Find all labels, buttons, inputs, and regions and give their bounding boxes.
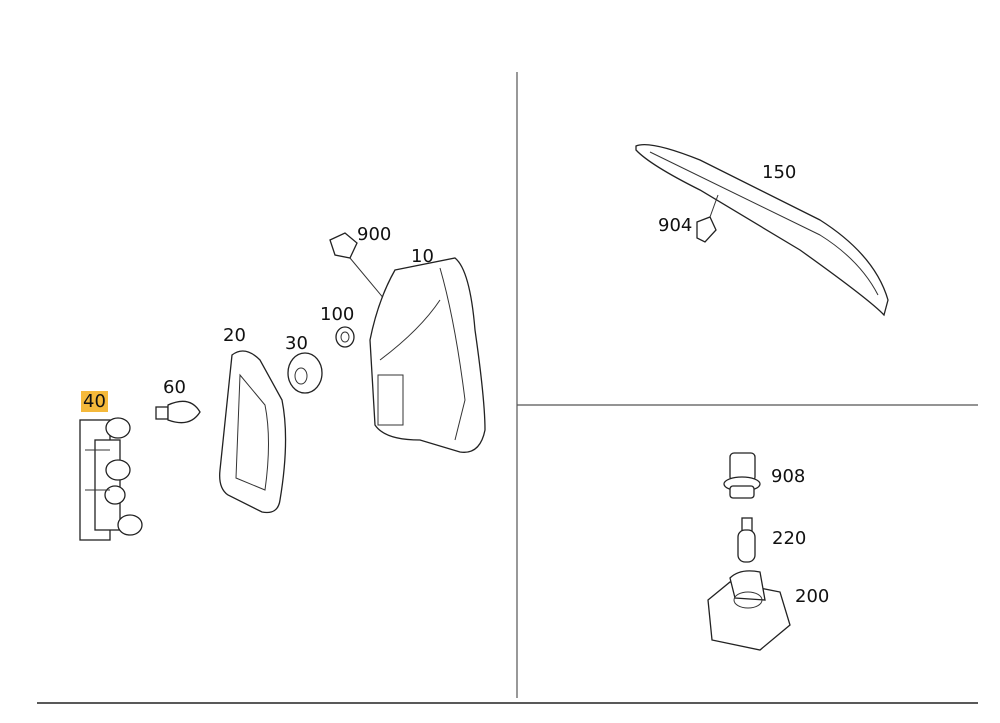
callout-150[interactable]: 150 <box>762 162 797 183</box>
callout-30[interactable]: 30 <box>285 333 308 354</box>
part-10-tail-lamp[interactable] <box>369 257 486 453</box>
part-150-brake-light[interactable] <box>635 143 889 317</box>
part-20-gasket[interactable] <box>219 350 287 514</box>
callout-40-highlight[interactable]: 40 <box>81 391 108 412</box>
part-900-sticker[interactable] <box>329 232 386 301</box>
callout-904[interactable]: 904 <box>658 215 693 236</box>
callout-200[interactable]: 200 <box>795 586 830 607</box>
part-220-wedge-bulb[interactable] <box>737 517 756 563</box>
part-60-bulb[interactable] <box>155 400 201 424</box>
part-100-nut[interactable] <box>335 326 355 348</box>
callout-220[interactable]: 220 <box>772 528 807 549</box>
callout-20[interactable]: 20 <box>223 325 246 346</box>
part-30-grommet[interactable] <box>287 352 323 394</box>
part-40-bulb-carrier[interactable] <box>79 417 143 541</box>
part-904-sticker[interactable] <box>696 194 719 243</box>
callout-908[interactable]: 908 <box>771 466 806 487</box>
part-200-lamp-housing[interactable] <box>707 570 791 651</box>
callout-40[interactable]: 40 <box>81 391 108 412</box>
callout-60[interactable]: 60 <box>163 377 186 398</box>
callout-100[interactable]: 100 <box>320 304 355 325</box>
callout-900[interactable]: 900 <box>357 224 392 245</box>
part-908-socket[interactable] <box>723 452 761 499</box>
callout-10[interactable]: 10 <box>411 246 434 267</box>
